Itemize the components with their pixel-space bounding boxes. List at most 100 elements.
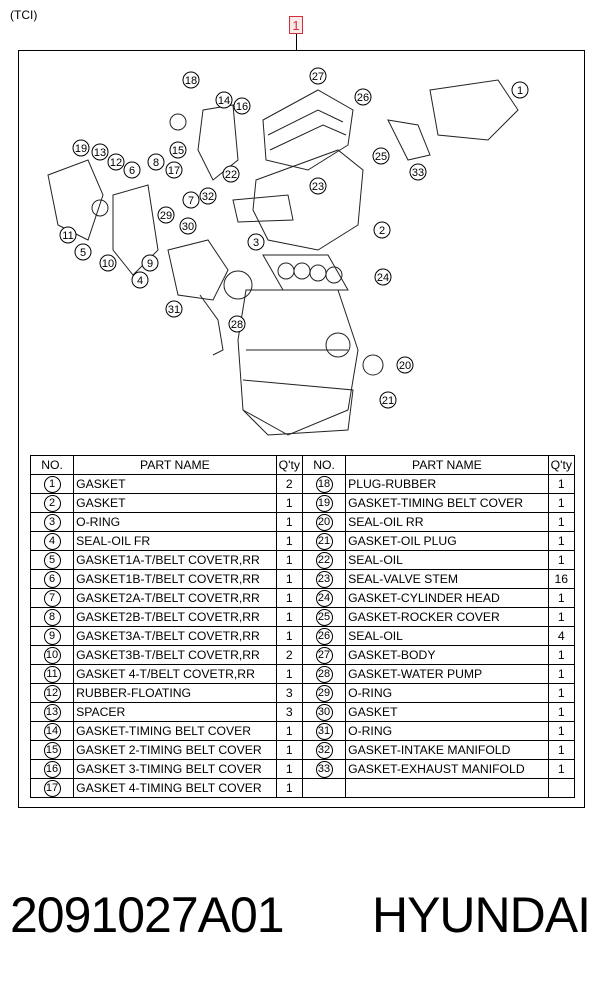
part-number-circle: 29 (315, 684, 333, 702)
callout-label: 1 (517, 85, 523, 97)
part-qty-cell: 2 (275, 645, 303, 665)
part-no-cell: 31 (301, 721, 347, 741)
part-number-circle: 6 (43, 570, 61, 588)
part-number-circle: 4 (43, 532, 61, 550)
callout-label: 31 (168, 304, 180, 316)
callout-label: 19 (75, 143, 87, 155)
part-no-cell: 6 (29, 569, 75, 589)
part-name-cell: O-RING (345, 721, 549, 741)
part-name-cell: SEAL-OIL (345, 550, 549, 570)
part-number-circle: 7 (43, 589, 61, 607)
part-name-cell: GASKET-OIL PLUG (345, 531, 549, 551)
part-number-circle: 26 (315, 627, 333, 645)
callout-label: 15 (172, 145, 184, 157)
callout-group: 1234567891011121314151617181920212223242… (59, 67, 529, 409)
part-name-cell: GASKET3A-T/BELT COVETR,RR (73, 626, 277, 646)
part-number-circle: 25 (315, 608, 333, 626)
model-label: (TCI) (10, 8, 38, 22)
part-qty-cell: 2 (275, 474, 303, 494)
callout-label: 29 (160, 210, 172, 222)
part-name-cell: GASKET-TIMING BELT COVER (73, 721, 277, 741)
part-no-cell: 25 (301, 607, 347, 627)
part-name-cell: GASKET2A-T/BELT COVETR,RR (73, 588, 277, 608)
part-no-cell: 27 (301, 645, 347, 665)
callout-label: 6 (129, 165, 135, 177)
part-qty-cell: 1 (547, 645, 576, 665)
part-name-cell: GASKET 4-T/BELT COVETR,RR (73, 664, 277, 684)
part-number-circle: 2 (43, 494, 61, 512)
part-number-circle: 31 (315, 722, 333, 740)
part-name-cell: GASKET-ROCKER COVER (345, 607, 549, 627)
part-name-cell: SEAL-OIL FR (73, 531, 277, 551)
exploded-engine-diagram: 1234567891011121314151617181920212223242… (47, 67, 529, 436)
callout-circle (247, 233, 265, 251)
head-gasket-drawing (262, 254, 349, 291)
part-no-cell: 4 (29, 531, 75, 551)
part-number-circle: 17 (43, 779, 61, 797)
callout-label: 5 (80, 247, 86, 259)
table-header-row: NO. PART NAME Q'ty NO. PART NAME Q'ty (29, 455, 576, 475)
part-name-cell: GASKET 4-TIMING BELT COVER (73, 778, 277, 798)
part-qty-cell: 3 (275, 702, 303, 722)
part-qty-cell: 1 (275, 588, 303, 608)
part-no-cell: 30 (301, 702, 347, 722)
part-name-cell: RUBBER-FLOATING (73, 683, 277, 703)
part-no-cell: 15 (29, 740, 75, 760)
part-no-cell: 22 (301, 550, 347, 570)
part-qty-cell: 1 (275, 759, 303, 779)
part-qty-cell: 1 (275, 740, 303, 760)
header-no-right: NO. (301, 455, 347, 475)
callout-circle (511, 81, 529, 99)
part-qty-cell: 3 (275, 683, 303, 703)
callout-circle (91, 143, 109, 161)
part-no-cell: 7 (29, 588, 75, 608)
part-qty-cell: 1 (547, 740, 576, 760)
part-qty-cell: 1 (275, 531, 303, 551)
callout-circle (165, 300, 183, 318)
part-no-cell: 2 (29, 493, 75, 513)
part-qty-cell: 1 (275, 550, 303, 570)
callout-circle (169, 141, 187, 159)
part-no-cell: 17 (29, 778, 75, 798)
part-qty-cell (547, 778, 576, 798)
part-name-cell: SEAL-OIL (345, 626, 549, 646)
part-qty-cell: 1 (275, 721, 303, 741)
part-number-circle: 33 (315, 760, 333, 778)
callout-label: 20 (399, 360, 411, 372)
callout-label: 13 (94, 147, 106, 159)
part-name-cell (345, 778, 549, 798)
part-qty-cell: 16 (547, 569, 576, 589)
part-number-circle: 15 (43, 741, 61, 759)
callout-circle (131, 271, 149, 289)
header-qty: Q'ty (275, 455, 303, 475)
header-qty-right: Q'ty (547, 455, 576, 475)
part-number-circle: 1 (43, 475, 61, 493)
callout-circle (179, 217, 197, 235)
header-part-name: PART NAME (73, 455, 277, 475)
timing-cover-drawing (47, 159, 104, 241)
part-no-cell: 24 (301, 588, 347, 608)
callout-label: 7 (188, 195, 194, 207)
cylinder-head-drawing (252, 149, 364, 251)
part-qty-cell: 1 (547, 664, 576, 684)
part-no-cell: 12 (29, 683, 75, 703)
part-qty-cell: 1 (547, 531, 576, 551)
part-number-circle: 11 (43, 665, 61, 683)
callout-label: 11 (62, 230, 73, 242)
part-number-circle: 24 (315, 589, 333, 607)
callout-circle (165, 161, 183, 179)
callout-circle (59, 226, 77, 244)
part-name-cell: PLUG-RUBBER (345, 474, 549, 494)
exhaust-gasket-drawing (387, 119, 431, 161)
callout-label: 33 (412, 167, 424, 179)
part-number-circle: 22 (315, 551, 333, 569)
part-no-cell: 32 (301, 740, 347, 760)
kit-leader-line (296, 34, 297, 50)
